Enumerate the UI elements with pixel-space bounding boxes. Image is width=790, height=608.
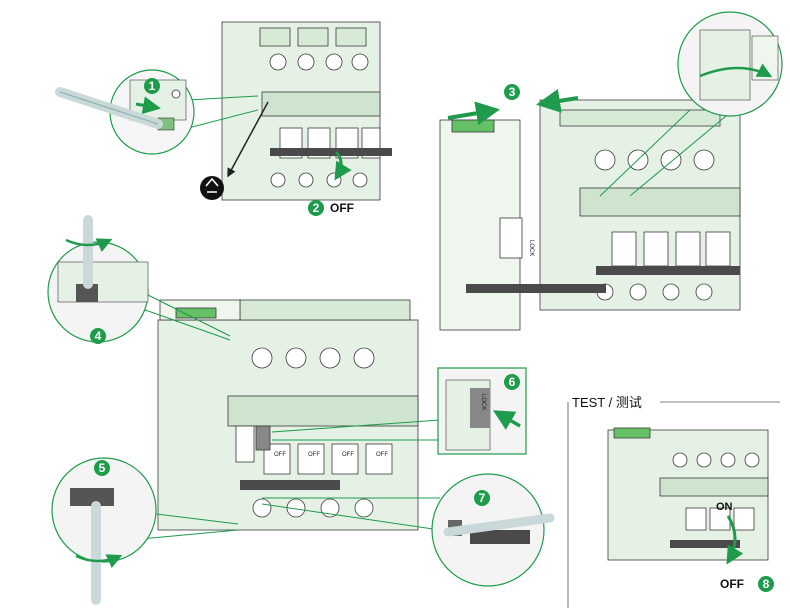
test-on-label: ON xyxy=(716,501,733,513)
step-badge-3: 3 xyxy=(504,84,520,100)
test-title: TEST / 测试 xyxy=(572,395,642,410)
svg-text:2: 2 xyxy=(313,201,320,215)
step-badge-1: 1 xyxy=(144,78,160,94)
callout-6 xyxy=(271,367,527,455)
callout-5 xyxy=(51,457,239,605)
svg-text:5: 5 xyxy=(99,461,106,475)
svg-text:1: 1 xyxy=(149,79,156,93)
callout-3-zoom xyxy=(599,11,783,197)
pole-off-2: OFF xyxy=(308,452,320,458)
callout-7 xyxy=(261,473,555,587)
pole-off-1: OFF xyxy=(274,452,286,458)
push-arrow-icon-2 xyxy=(536,89,579,113)
test-rotate-arrow-icon xyxy=(726,515,744,565)
recycle-icon xyxy=(200,176,224,200)
step-2-caption: OFF xyxy=(330,201,354,215)
lock-label-callout: LOCK xyxy=(480,394,486,410)
screwdriver-icon xyxy=(55,87,163,129)
step-badge-6: 6 xyxy=(504,374,520,390)
svg-text:4: 4 xyxy=(95,329,102,343)
pole-off-4: OFF xyxy=(376,452,388,458)
step-badge-2: 2 xyxy=(308,200,324,216)
pole-off-3: OFF xyxy=(342,452,354,458)
breaker-test xyxy=(607,427,769,561)
step-badge-8: 8 xyxy=(758,576,774,592)
remove-arrow xyxy=(227,101,269,178)
svg-text:7: 7 xyxy=(479,491,486,505)
step-badge-7: 7 xyxy=(474,490,490,506)
svg-text:3: 3 xyxy=(509,85,516,99)
svg-text:8: 8 xyxy=(763,577,770,591)
step-badge-5: 5 xyxy=(94,460,110,476)
rotate-arrow-icon xyxy=(334,150,352,181)
breaker-main xyxy=(157,299,419,531)
lock-label-right: LOCK xyxy=(528,240,534,256)
push-arrow-icon xyxy=(447,101,500,126)
step-badge-4: 4 xyxy=(90,328,106,344)
auxiliary-module xyxy=(439,119,606,331)
breaker-top xyxy=(221,21,392,201)
svg-text:6: 6 xyxy=(509,375,516,389)
callout-4 xyxy=(47,215,231,343)
test-off-label: OFF xyxy=(720,577,744,591)
breaker-right xyxy=(539,99,741,311)
